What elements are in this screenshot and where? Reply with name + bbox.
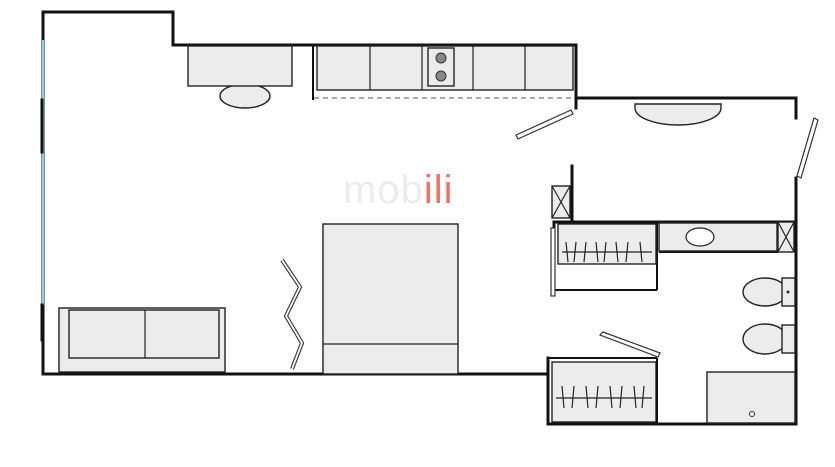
- toilet-lower: [742, 323, 796, 355]
- watermark-accent-text: ili: [423, 168, 454, 212]
- toilet-upper: [742, 277, 796, 307]
- folding-partition: [280, 258, 305, 370]
- round-table: [634, 103, 722, 126]
- dining-table: [187, 45, 293, 109]
- watermark-logo: mobili: [343, 168, 453, 213]
- bathroom-sink: [658, 222, 778, 252]
- wardrobe-lower: [548, 331, 661, 424]
- shaft-right: [777, 221, 795, 253]
- cooktop: [427, 47, 455, 87]
- left-window: [40, 40, 44, 342]
- shaft-left: [551, 185, 571, 219]
- sofa: [58, 307, 226, 373]
- watermark-left-text: mob: [343, 168, 424, 212]
- shower-tray: [706, 371, 796, 424]
- entry-door: [515, 109, 574, 140]
- right-door: [796, 117, 819, 179]
- wardrobe-upper: [550, 223, 657, 297]
- bed: [322, 223, 459, 375]
